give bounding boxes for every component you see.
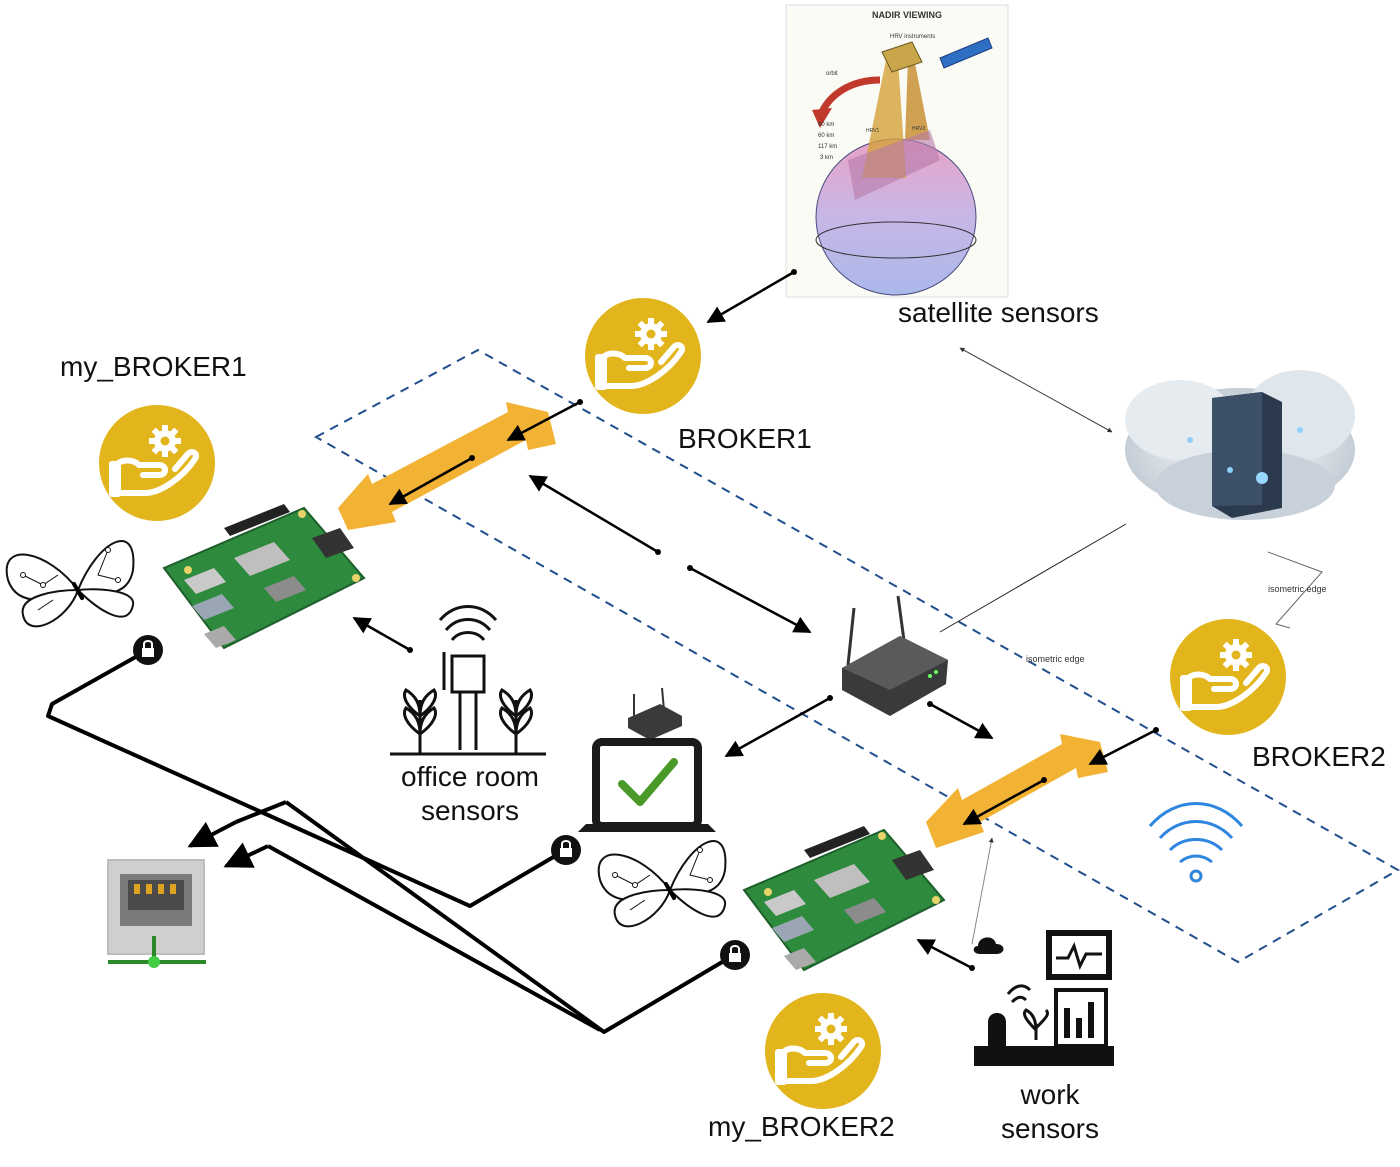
orbit-label: orbit [826, 71, 838, 77]
butterfly-network-icon-1 [4, 539, 136, 629]
broker1-hand-gear-icon [585, 298, 701, 414]
lock-icon-2 [550, 834, 582, 866]
distance-label-3: 117 km [818, 144, 837, 150]
office-sensors-line-1: office room [401, 761, 539, 792]
raspberry-pi-board-2 [743, 825, 945, 971]
isometric-edge-label-1: isometric edge [1026, 654, 1085, 664]
lock-icon-3 [719, 939, 751, 971]
lock-icon-1 [132, 634, 164, 666]
satellite-instruments-label: HRV instruments [890, 34, 935, 40]
satellite-icon [881, 37, 993, 73]
satellite-figure-title: NADIR VIEWING [872, 10, 942, 20]
broker2-hand-gear-icon [1170, 619, 1286, 735]
cloud-server-icon [1125, 370, 1355, 520]
satellite-sensors-label: satellite sensors [898, 297, 1099, 328]
ethernet-port-icon [107, 859, 206, 968]
connection-arrows [352, 270, 1157, 970]
broker2-label: BROKER2 [1252, 741, 1386, 772]
hrv1-label: HRV1 [866, 128, 879, 134]
work-sensors-line-2: sensors [1000, 1113, 1100, 1144]
thin-connectors [939, 347, 1323, 945]
small-router-icon [628, 687, 682, 740]
distance-label-2: 60 km [818, 133, 834, 139]
my-broker1-label: my_BROKER1 [60, 351, 247, 382]
satellite-figure: NADIR VIEWING HRV instruments orbit HRV1… [785, 4, 1009, 298]
work-sensors-line-1: work [1020, 1079, 1080, 1110]
cable-lines [46, 648, 736, 1034]
isometric-edge-label-2: isometric edge [1268, 584, 1327, 594]
stream-arrow-broker2 [926, 734, 1108, 848]
office-sensors-line-2: sensors [420, 795, 520, 826]
isometric-region [313, 348, 1400, 964]
laptop-check-icon [578, 738, 716, 832]
monitor-station-icon [973, 930, 1114, 1066]
stream-arrow-broker1 [338, 402, 556, 530]
office-room-sensors-label: office room sensors [380, 760, 560, 828]
plant-sensor-icon [390, 605, 546, 756]
wifi-router-icon [842, 595, 948, 716]
raspberry-pi-board-1 [163, 503, 365, 649]
distance-label-1: 60 km [818, 122, 834, 128]
my-broker1-hand-gear-icon [99, 405, 215, 521]
work-sensors-label: work sensors [980, 1078, 1120, 1146]
my-broker2-label: my_BROKER2 [708, 1111, 895, 1142]
orbit-arrow [818, 76, 881, 114]
distance-label-4: 3 km [820, 155, 833, 161]
hrv2-label: HRV2 [912, 126, 925, 132]
connection-endpoints [407, 269, 1159, 971]
wifi-signal-icon [1148, 802, 1244, 883]
butterfly-network-icon-2 [596, 839, 728, 929]
broker1-label: BROKER1 [678, 423, 812, 454]
my-broker2-hand-gear-icon [765, 993, 881, 1109]
